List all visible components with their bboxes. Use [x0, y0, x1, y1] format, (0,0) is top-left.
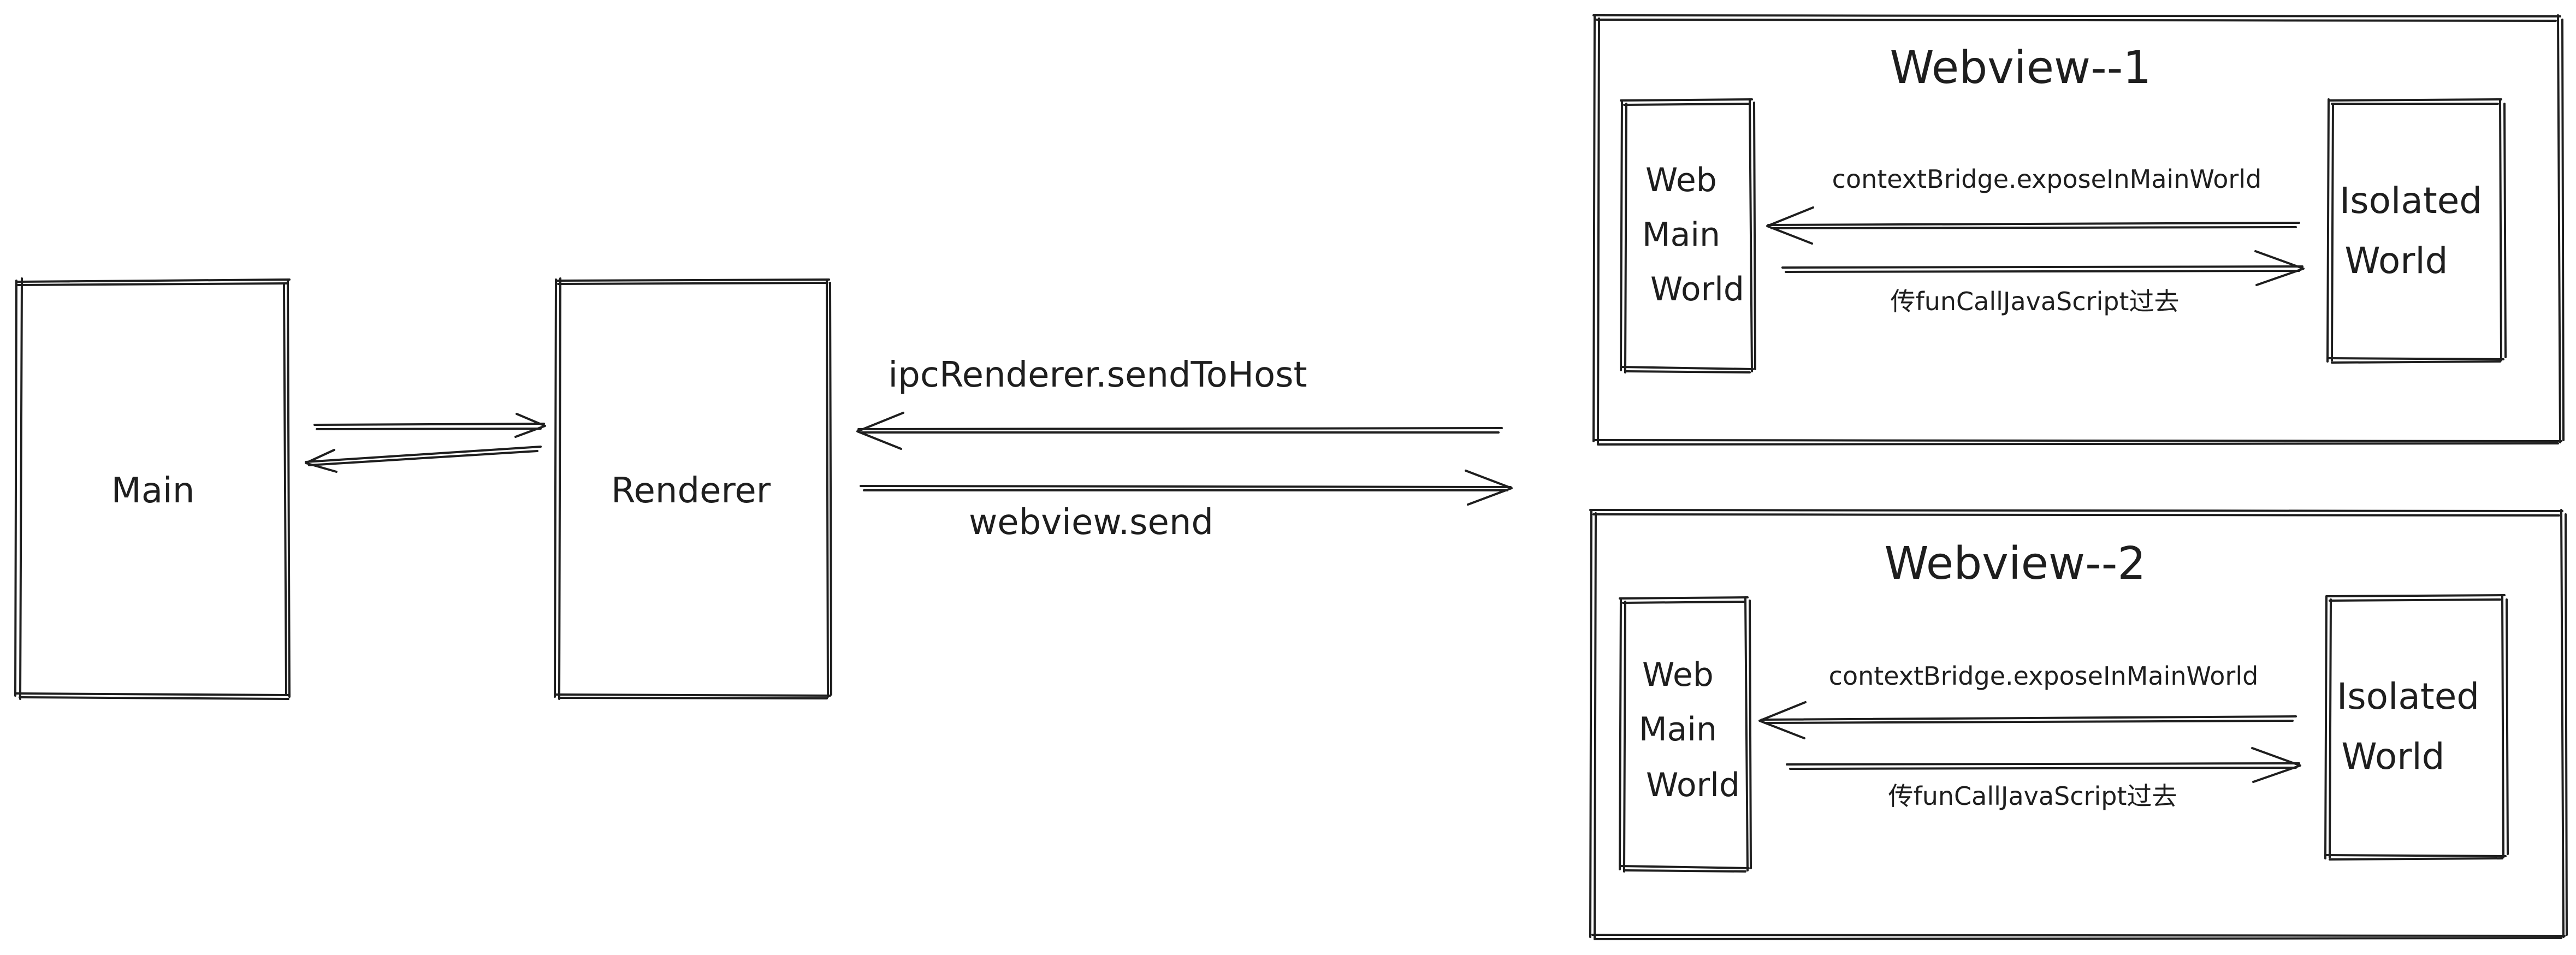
- webview-1-main-world-label: Web Main World: [1642, 161, 1744, 309]
- webview-2-frame: Webview--2 Web Main World Isolated World: [1589, 509, 2568, 940]
- webview-2-main-world-box: Web Main World: [1619, 596, 1752, 873]
- webview-1-title: Webview--1: [1890, 42, 2152, 94]
- webview-2-main-world-label: Web Main World: [1639, 656, 1740, 804]
- main-process-box: Main: [14, 277, 291, 700]
- webview-2-pass-arrow: 传funCallJavaScript过去: [1786, 747, 2301, 811]
- main-to-renderer-arrow: [313, 413, 546, 438]
- webview-2-pass-label: 传funCallJavaScript过去: [1888, 781, 2177, 811]
- webview-1-pass-arrow: 传funCallJavaScript过去: [1781, 250, 2305, 316]
- webview-2-isolated-world-box: Isolated World: [2324, 594, 2509, 861]
- webview-1-expose-arrow: contextBridge.exposeInMainWorld: [1766, 164, 2300, 245]
- webview-1-pass-label: 传funCallJavaScript过去: [1891, 287, 2180, 316]
- webview-1-main-world-box: Web Main World: [1620, 98, 1756, 373]
- main-process-label: Main: [111, 471, 195, 511]
- webview-1-isolated-world-box: Isolated World: [2326, 98, 2507, 364]
- webview-1-isolated-world-label: Isolated World: [2340, 180, 2494, 282]
- webview-1-expose-label: contextBridge.exposeInMainWorld: [1832, 164, 2262, 194]
- webview-2-isolated-world-label: Isolated World: [2337, 675, 2491, 778]
- webview-2-expose-label: contextBridge.exposeInMainWorld: [1829, 661, 2259, 691]
- send-to-host-arrow: ipcRenderer.sendToHost: [856, 355, 1503, 450]
- webview-send-arrow: webview.send: [860, 470, 1513, 543]
- send-to-host-label: ipcRenderer.sendToHost: [888, 355, 1307, 395]
- renderer-to-main-arrow: [305, 446, 542, 473]
- renderer-process-label: Renderer: [611, 471, 771, 511]
- webview-send-label: webview.send: [969, 502, 1213, 543]
- webview-2-expose-arrow: contextBridge.exposeInMainWorld: [1758, 661, 2297, 739]
- webview-2-title: Webview--2: [1885, 538, 2146, 590]
- webview-1-frame: Webview--1 Web Main World Isolated World: [1592, 14, 2565, 446]
- renderer-process-box: Renderer: [554, 277, 832, 700]
